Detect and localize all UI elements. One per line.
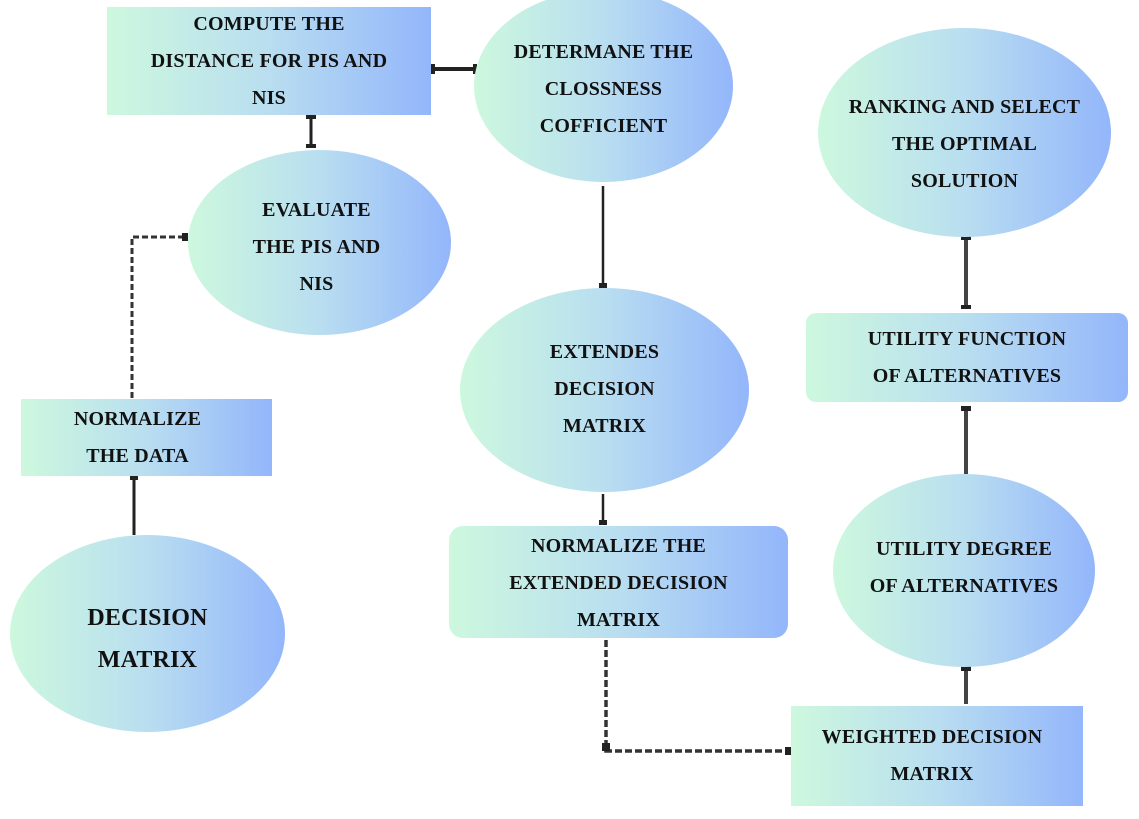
connector-end-mark [599, 520, 607, 525]
node-ranking-line-1: RANKING AND SELECT [848, 96, 1081, 118]
node-evaluate-pis-nis: EVALUATE THE PIS AND NIS [188, 150, 451, 335]
node-extended-line-2: DECISION [554, 377, 655, 400]
node-utility-function-line-1: UTILITY FUNCTION [867, 327, 1067, 350]
connector-end-mark [182, 233, 188, 241]
node-normalize-data-line-1: NORMALIZE [73, 407, 202, 430]
node-determine-closeness-line-2: CLOSSNESS [544, 77, 663, 100]
node-ranking: RANKING AND SELECT THE OPTIMAL SOLUTION [818, 28, 1111, 237]
connector-normalize-extended-to-weighted [604, 640, 790, 753]
connector-end-mark [130, 475, 138, 480]
connector-end-mark [961, 406, 971, 411]
node-weighted-matrix: WEIGHTED DECISION MATRIX [791, 706, 1083, 806]
node-compute-distance-line-3: NIS [252, 86, 286, 109]
node-compute-distance-line-1: COMPUTE THE [193, 12, 345, 35]
node-evaluate-line-3: NIS [299, 273, 334, 295]
node-ranking-line-2: THE OPTIMAL [892, 133, 1037, 155]
node-ranking-line-3: SOLUTION [910, 170, 1019, 192]
node-utility-degree: UTILITY DEGREE OF ALTERNATIVES [833, 474, 1095, 667]
connector-end-mark [961, 666, 971, 671]
node-extended-matrix: EXTENDES DECISION MATRIX [460, 288, 749, 492]
node-decision-matrix-line-1: DECISION [87, 604, 208, 631]
node-determine-closeness: DETERMANE THE CLOSSNESS COFFICIENT [474, 0, 733, 182]
node-utility-function: UTILITY FUNCTION OF ALTERNATIVES [806, 313, 1128, 402]
node-utility-degree-line-1: UTILITY DEGREE [876, 537, 1052, 560]
connector-normalize-to-evaluate [130, 235, 186, 398]
node-weighted-line-1: WEIGHTED DECISION [821, 726, 1043, 748]
node-normalize-extended: NORMALIZE THE EXTENDED DECISION MATRIX [449, 526, 788, 638]
node-weighted-line-2: MATRIX [890, 763, 974, 785]
node-compute-distance-line-2: DISTANCE FOR PIS AND [150, 49, 388, 72]
node-extended-line-1: EXTENDES [549, 340, 660, 363]
connector-end-mark [602, 743, 610, 751]
node-utility-function-line-2: OF ALTERNATIVES [872, 364, 1062, 387]
connector-end-mark [961, 305, 971, 309]
node-normalize-extended-line-1: NORMALIZE THE [530, 534, 707, 557]
node-normalize-data-line-2: THE DATA [86, 444, 189, 467]
node-normalize-extended-line-3: MATRIX [576, 608, 661, 631]
node-extended-line-3: MATRIX [562, 414, 647, 437]
node-compute-distance: COMPUTE THE DISTANCE FOR PIS AND NIS [107, 7, 431, 115]
node-evaluate-line-1: EVALUATE [262, 199, 371, 221]
connector-end-mark [306, 144, 316, 148]
connector-end-mark [306, 115, 316, 119]
connector-end-mark [785, 747, 791, 755]
node-utility-degree-line-2: OF ALTERNATIVES [869, 574, 1059, 597]
connector-end-mark [599, 283, 607, 288]
connector-end-mark [961, 235, 971, 240]
node-normalize-data: NORMALIZE THE DATA [21, 399, 272, 476]
node-decision-matrix-line-2: MATRIX [97, 646, 198, 673]
node-evaluate-line-2: THE PIS AND [252, 236, 381, 258]
connector-end-mark [431, 64, 435, 74]
node-determine-closeness-line-3: COFFICIENT [539, 114, 668, 137]
node-normalize-extended-line-2: EXTENDED DECISION [509, 571, 728, 594]
node-decision-matrix: DECISION MATRIX [10, 535, 285, 732]
node-determine-closeness-line-1: DETERMANE THE [513, 40, 694, 63]
